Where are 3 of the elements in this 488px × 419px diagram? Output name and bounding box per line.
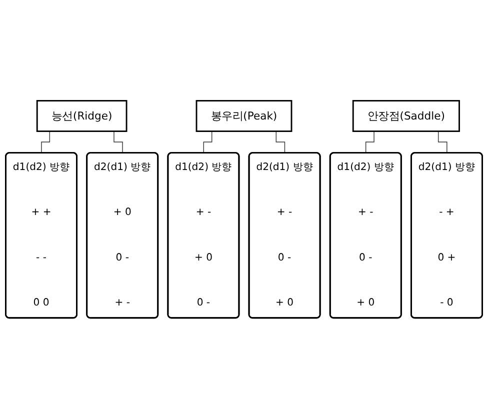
- node-box: 안장점(Saddle): [352, 100, 460, 132]
- node-box: 능선(Ridge): [36, 100, 128, 132]
- node-box: 봉우리(Peak): [196, 100, 292, 132]
